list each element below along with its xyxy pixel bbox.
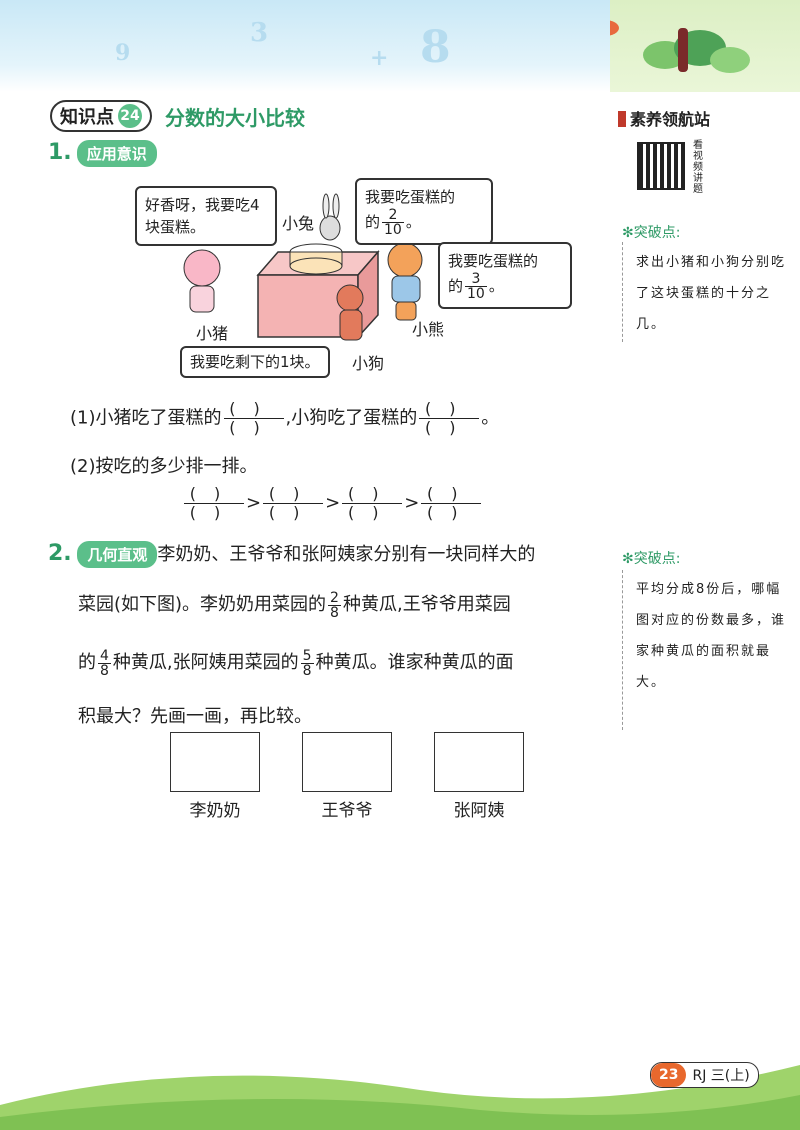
- label-dog: 小狗: [352, 354, 385, 373]
- answer-blank-fraction[interactable]: ()(): [419, 400, 480, 437]
- tip-heading: ✻突破点:: [622, 225, 681, 241]
- q1-sub-1: (1)小猪吃了蛋糕的()(),小狗吃了蛋糕的()()。: [70, 399, 500, 437]
- skill-tag: 几何直观: [77, 541, 158, 568]
- greater-than-sign: >: [325, 492, 341, 514]
- question-2-line-1: 2. 几何直观李奶奶、王爷爷和张阿姨家分别有一块同样大的: [48, 541, 536, 568]
- qr-code[interactable]: [637, 142, 685, 190]
- bulb-icon: ✻: [622, 551, 634, 567]
- deco-digit: +: [370, 45, 389, 71]
- speech-bubble-dog: 我要吃剩下的1块。: [180, 346, 330, 378]
- ordering-row: ()()>()()>()()>()(): [182, 485, 483, 522]
- answer-blank-fraction[interactable]: ()(): [223, 400, 284, 437]
- garden-box-li[interactable]: [170, 732, 260, 792]
- tip-heading: ✻突破点:: [622, 551, 681, 567]
- label-bear: 小熊: [412, 320, 445, 339]
- divider: [622, 570, 624, 730]
- question-number: 1.: [48, 140, 72, 165]
- garden-box-zhang[interactable]: [434, 732, 524, 792]
- page-title: 分数的大小比较: [165, 106, 305, 130]
- label-rabbit: 小兔: [282, 214, 315, 233]
- tip-text: 求出小猪和小狗分别吃了这块蛋糕的十分之几。: [636, 255, 787, 332]
- deco-digit: 9: [115, 40, 131, 66]
- answer-blank-fraction[interactable]: ()(): [184, 485, 244, 522]
- grass-hill-decor: [0, 1065, 800, 1130]
- knowledge-point-label: 知识点: [60, 107, 114, 128]
- knowledge-point-badge: 知识点 24: [50, 100, 152, 132]
- skill-tag: 应用意识: [76, 140, 157, 167]
- divider: [622, 242, 624, 342]
- tip-text: 平均分成8份后，哪幅图对应的份数最多，谁家种黄瓜的面积就最大。: [636, 582, 787, 690]
- question-number: 2.: [48, 541, 72, 566]
- qr-caption: 看视频讲题: [693, 140, 703, 195]
- q1-sub-2: (2)按吃的多少排一排。: [70, 456, 258, 477]
- answer-blank-fraction[interactable]: ()(): [342, 485, 403, 522]
- bulb-icon: ✻: [622, 225, 634, 241]
- plant-icon: [591, 20, 750, 73]
- greater-than-sign: >: [246, 492, 262, 514]
- question-1-header: 1. 应用意识: [48, 140, 157, 167]
- knowledge-point-number: 24: [118, 104, 142, 128]
- speech-bubble-pig: 好香呀，我要吃4块蛋糕。: [135, 186, 277, 246]
- question-2-line-4: 积最大？先画一画，再比较。: [78, 706, 312, 727]
- sidebar-title: 素养领航站: [618, 106, 710, 130]
- answer-blank-fraction[interactable]: ()(): [421, 485, 482, 522]
- page-number: 23: [651, 1063, 687, 1087]
- deco-digit: 3: [250, 18, 269, 48]
- answer-blank-fraction[interactable]: ()(): [263, 485, 324, 522]
- page-number-badge: 23 RJ 三(上): [650, 1062, 759, 1088]
- header-band: 9 8 3 +: [0, 0, 610, 92]
- header-plant-decor: [591, 0, 800, 92]
- edition-label: RJ 三(上): [692, 1068, 750, 1084]
- deco-digit: 8: [420, 22, 451, 73]
- garden-label: 张阿姨: [453, 801, 505, 821]
- garden-box-wang[interactable]: [302, 732, 392, 792]
- label-pig: 小猪: [196, 324, 229, 343]
- garden-label: 王爷爷: [321, 801, 373, 821]
- garden-label: 李奶奶: [189, 801, 241, 821]
- greater-than-sign: >: [404, 492, 420, 514]
- lighthouse-icon: [618, 111, 626, 127]
- scene-drawing: [183, 193, 423, 341]
